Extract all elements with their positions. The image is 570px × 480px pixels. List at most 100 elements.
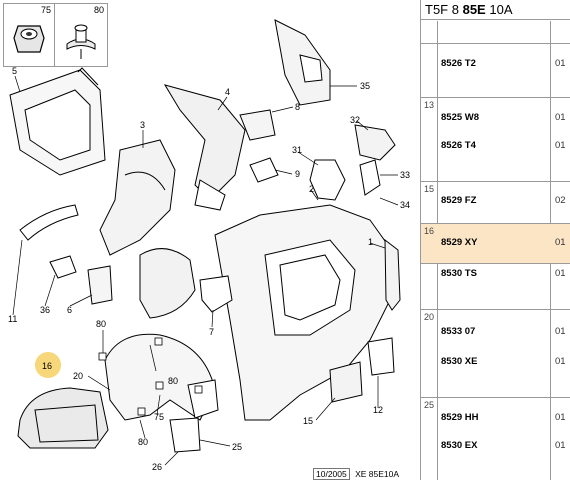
callout-34[interactable]: 34 [400,200,410,210]
part-row[interactable]: 8530 XE 01 [421,356,570,370]
part-reference: 8533 07 [441,326,476,337]
part-1[interactable] [384,238,401,311]
part-group[interactable]: 25 8529 HH 01 8530 EX 01 [421,398,570,480]
diagram-footer: 10/2005 XE 85E10A [313,468,399,480]
part-33[interactable] [359,159,381,196]
callout-36[interactable]: 36 [40,305,50,315]
callout-26[interactable]: 26 [152,462,162,472]
callout-15[interactable]: 15 [303,416,313,426]
exploded-view-svg: 5 3 4 8 35 32 31 9 2 33 34 1 11 36 6 7 8… [8,19,410,472]
thumbnail-clip-80[interactable]: 80 [54,3,108,67]
part-quantity: 01 [555,112,566,123]
part-wheel-liner[interactable] [139,248,196,319]
part-reference: 8526 T4 [441,140,476,151]
part-7[interactable] [199,275,233,313]
part-row[interactable]: 8533 07 01 [421,326,570,340]
part-36[interactable] [49,255,77,279]
part-row[interactable]: 8529 FZ 02 [421,195,570,209]
callout-8[interactable]: 8 [295,102,300,112]
part-reference: 8529 XY [441,237,478,248]
part-quantity: 02 [555,195,566,206]
callout-75[interactable]: 75 [154,412,164,422]
callout-16[interactable]: 16 [42,361,52,371]
callout-3[interactable]: 3 [140,120,145,130]
group-number: 15 [424,184,435,194]
part-quantity: 01 [555,58,566,69]
part-3[interactable] [99,139,176,256]
footer-ref: XE 85E10A [355,469,400,479]
thumbnail-number: 80 [93,5,104,15]
part-reference: 8525 W8 [441,112,480,123]
part-31[interactable] [309,159,346,201]
part-quantity: 01 [555,440,566,451]
part-9[interactable] [249,157,279,183]
part-quantity: 01 [555,412,566,423]
part-reference: 8530 TS [441,268,477,279]
highlight-marker-16[interactable] [35,352,61,378]
parts-list-panel: T5F 8 85E 10A 8526 T2 01 13 8525 W8 01 8… [420,0,570,480]
part-row[interactable]: 8529 HH 01 [421,412,570,426]
group-number: 16 [424,226,435,236]
part-quantity: 01 [555,326,566,337]
header-code: 85E [462,2,486,17]
callout-12[interactable]: 12 [373,405,383,415]
part-group-continued[interactable]: 8530 TS 01 [421,264,570,310]
part-12[interactable] [367,337,395,376]
part-15[interactable] [329,361,363,403]
part-quantity: 01 [555,268,566,279]
parts-diagram: 75 80 [3,3,411,480]
callout-80[interactable]: 80 [168,376,178,386]
part-group-selected[interactable]: 16 8529 XY 01 [421,224,570,264]
part-reference: 8530 XE [441,356,478,367]
callout-32[interactable]: 32 [350,115,360,125]
callout-31[interactable]: 31 [292,145,302,155]
thumbnail-number: 75 [40,5,51,15]
part-row[interactable]: 8530 TS 01 [421,268,570,282]
part-quantity: 01 [555,140,566,151]
footer-date: 10/2005 [313,468,350,480]
callout-20[interactable]: 20 [73,371,83,381]
callout-4[interactable]: 4 [225,87,230,97]
part-25[interactable] [169,417,201,453]
part-row[interactable]: 8526 T2 01 [421,58,570,72]
part-16[interactable] [17,387,109,449]
part-group[interactable]: 20 8533 07 01 8530 XE 01 [421,310,570,398]
part-group[interactable]: 15 8529 FZ 02 [421,182,570,224]
part-reference: 8529 FZ [441,195,477,206]
part-8[interactable] [239,109,276,141]
callout-80[interactable]: 80 [96,319,106,329]
part-reference: 8526 T2 [441,58,476,69]
group-number: 20 [424,312,435,322]
part-row-selected[interactable]: 8529 XY 01 [421,237,570,251]
nut-icon [13,25,45,53]
callout-80[interactable]: 80 [138,437,148,447]
part-11[interactable] [19,204,79,241]
part-row[interactable]: 8526 T4 01 [421,140,570,154]
callout-7[interactable]: 7 [209,327,214,337]
group-number: 13 [424,100,435,110]
part-6[interactable] [87,265,113,305]
header-prefix: T5F 8 [425,2,459,17]
group-number: 25 [424,400,435,410]
parts-list-blank-row [421,21,570,44]
callout-9[interactable]: 9 [295,169,300,179]
callout-2[interactable]: 2 [309,184,314,194]
clip-icon [66,24,96,59]
part-row[interactable]: 8530 EX 01 [421,440,570,454]
callout-33[interactable]: 33 [400,170,410,180]
part-group[interactable]: 13 8525 W8 01 8526 T4 01 [421,98,570,182]
header-suffix: 10A [489,2,513,17]
part-reference: 8529 HH [441,412,479,423]
parts-list-header: T5F 8 85E 10A [421,0,570,20]
part-group[interactable]: 8526 T2 01 [421,44,570,98]
callout-1[interactable]: 1 [368,237,373,247]
callout-6[interactable]: 6 [67,305,72,315]
part-row[interactable]: 8525 W8 01 [421,112,570,126]
callout-25[interactable]: 25 [232,442,242,452]
part-quantity: 01 [555,356,566,367]
callout-11[interactable]: 11 [8,314,17,324]
thumbnail-nut-75[interactable]: 75 [3,3,55,67]
part-32[interactable] [354,124,396,161]
callout-35[interactable]: 35 [360,81,370,91]
callout-5[interactable]: 5 [12,66,17,76]
